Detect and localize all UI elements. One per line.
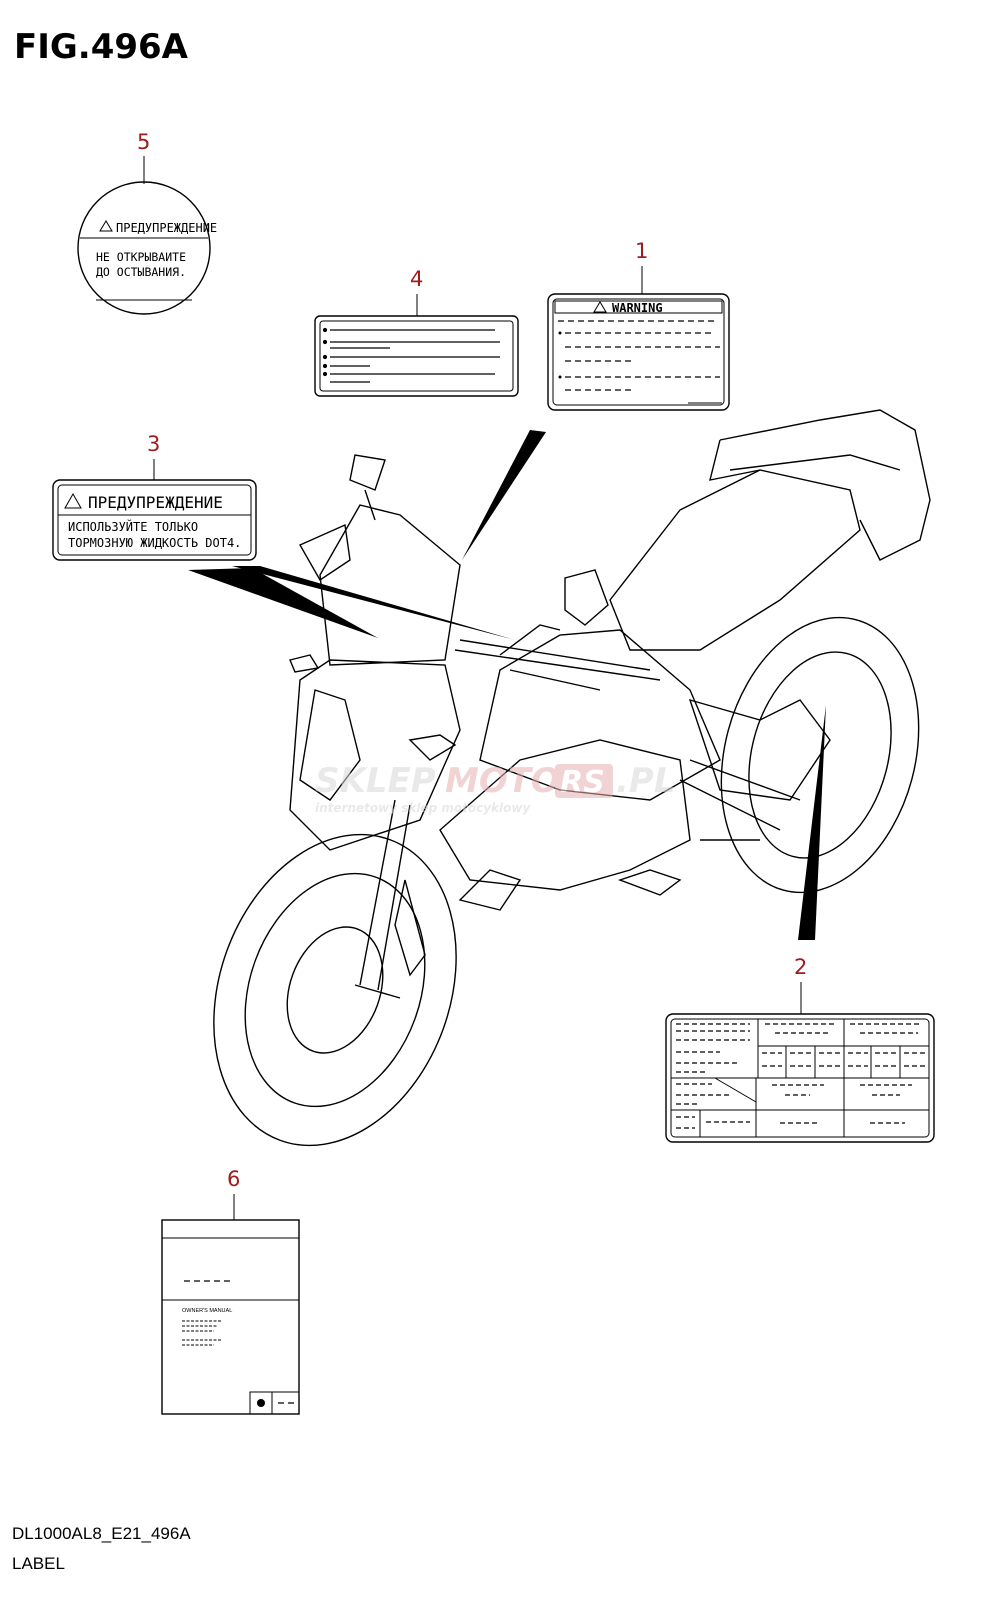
right-mirror: [564, 569, 609, 626]
seat: [609, 469, 861, 651]
rear-rack: [719, 409, 931, 561]
manual-outline: [161, 1219, 300, 1415]
swingarm: [679, 759, 801, 841]
label-3: 3 ПРЕДУПРЕЖДЕНИЕ ИСПОЛЬЗУЙТЕ ТОЛЬКО ТОРМ…: [52, 432, 257, 561]
watermark-brand-d: .PL: [616, 761, 676, 801]
label-3-inner: [57, 484, 252, 556]
label-5: 5 ПРЕДУПРЕЖДЕНИЕ НЕ ОТКРЫВАИТЕ ДО ОСТЫВА…: [77, 130, 217, 315]
item-6-owners-manual: 6 OWNER'S MANUAL: [161, 1167, 300, 1415]
section-name: LABEL: [12, 1554, 65, 1573]
callout-3: 3: [147, 432, 160, 456]
label-5-outline: [77, 181, 211, 315]
warning-triangle-icon: [593, 301, 607, 313]
watermark-brand-c: RS: [560, 765, 605, 800]
leader-label-2: [798, 705, 826, 940]
oil-filter: [458, 869, 522, 911]
left-mirror: [349, 454, 386, 521]
label-2: 2: [665, 955, 935, 1143]
label-4-inner: [319, 320, 514, 392]
headlight: [299, 689, 361, 801]
side-cover: [688, 698, 831, 801]
label-5-header: ПРЕДУПРЕЖДЕНИЕ: [116, 221, 217, 235]
label-1-outline: [547, 293, 730, 411]
watermark-brand-b: MOTO: [445, 761, 560, 801]
rear-tire-inner: [748, 651, 892, 859]
grab-rail: [709, 439, 761, 481]
label-4: 4: [314, 267, 519, 397]
leader-label-1: [462, 430, 546, 560]
footrest: [617, 869, 682, 896]
label-1-inner: [552, 298, 725, 406]
warning-triangle-icon: [64, 492, 82, 509]
front-brake-disc: [286, 926, 384, 1054]
leader-label-3-a: [188, 568, 378, 638]
watermark-badge: [555, 764, 613, 798]
rear-tire-outer: [720, 616, 920, 894]
watermark-tagline: internetowy sklep motocyklowy: [315, 801, 531, 815]
label-1: 1 WARNING: [547, 239, 730, 411]
front-tire-inner: [244, 872, 426, 1108]
watermark: SKLEP MOTO RS .PL internetowy sklep moto…: [315, 761, 676, 815]
label-1-header: WARNING: [612, 301, 663, 315]
label-5-line-2: ДО ОСТЫВАНИЯ.: [96, 265, 186, 279]
headlight-cowl: [299, 523, 351, 581]
manual-text-lines: [182, 1320, 222, 1346]
label-3-outline: [52, 479, 257, 561]
callout-1: 1: [635, 239, 648, 263]
leader-label-3-b: [232, 566, 515, 640]
label-1-header-bar: [554, 300, 723, 314]
callout-2: 2: [794, 955, 807, 979]
windscreen: [319, 504, 461, 666]
handlebar: [454, 639, 661, 681]
callout-5: 5: [137, 130, 150, 154]
watermark-brand-a: SKLEP: [315, 761, 436, 801]
label-3-header: ПРЕДУПРЕЖДЕНИЕ: [88, 493, 223, 512]
label-5-line-1: НЕ ОТКРЫВАИТЕ: [96, 250, 186, 264]
front-fender: [394, 879, 426, 977]
leader-lines: [188, 430, 826, 940]
brake-lever: [499, 624, 601, 691]
label-4-outline: [314, 315, 519, 397]
front-tire-outer: [213, 833, 457, 1147]
callout-6: 6: [227, 1167, 240, 1191]
model-code: DL1000AL8_E21_496A: [12, 1524, 191, 1543]
front-fairing: [289, 659, 461, 851]
label-2-outline: [665, 1013, 935, 1143]
label-3-line-1: ИСПОЛЬЗУЙТЕ ТОЛЬКО: [68, 519, 198, 534]
fuel-tank: [479, 629, 721, 801]
label-1-bullet-2: [558, 375, 562, 379]
motorcycle-illustration: [213, 409, 931, 1147]
label-2-grid: [671, 1019, 929, 1137]
label-3-line-2: ТОРМОЗНУЮ ЖИДКОСТЬ DOT4.: [68, 536, 241, 550]
manual-title: OWNER'S MANUAL: [182, 1308, 232, 1314]
label-2-dashes: [676, 1023, 925, 1129]
fairing-vent: [408, 734, 457, 761]
callout-4: 4: [410, 267, 423, 291]
warning-triangle-icon: [99, 220, 113, 232]
label-1-bullet-1: [558, 331, 562, 335]
label-4-text-lines: [322, 327, 500, 383]
figure-title: FIG.496A: [14, 27, 189, 67]
suzuki-logo-icon: [257, 1399, 265, 1407]
turn-signal: [289, 654, 320, 673]
engine-cover: [439, 739, 691, 891]
manual-logo-box: [249, 1391, 300, 1415]
